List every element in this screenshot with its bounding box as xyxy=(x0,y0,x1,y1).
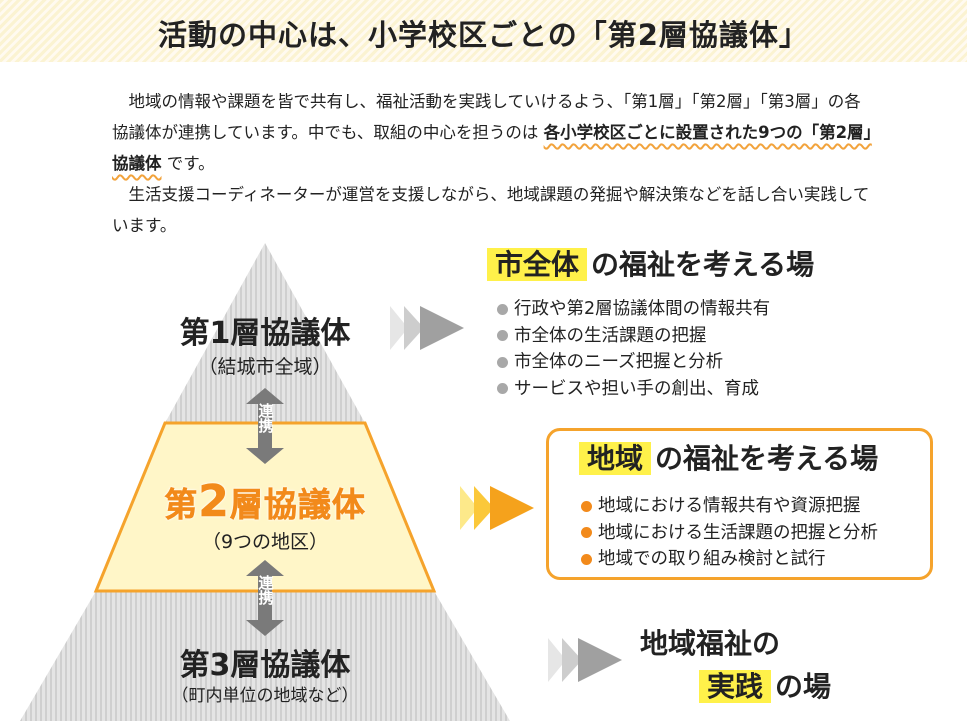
section2-list: 地域における情報共有や資源把握 地域における生活課題の把握と分析 地域での取り組… xyxy=(581,493,878,573)
bullet-icon xyxy=(497,303,508,315)
arrow-to-section3 xyxy=(548,638,622,682)
link-label-1: 連携 xyxy=(254,403,276,437)
bullet-icon xyxy=(581,527,592,539)
link-label-2: 連携 xyxy=(254,575,276,609)
section2-heading-rest: の福祉を考える場 xyxy=(655,442,879,475)
section1-heading: 市全体の福祉を考える場 xyxy=(487,243,814,283)
list-item-text: 市全体の生活課題の把握 xyxy=(514,325,707,346)
arrow-to-section2 xyxy=(460,486,534,530)
pyramid-layer-2 xyxy=(93,421,437,593)
link-label-2-text: 連携 xyxy=(256,575,275,605)
title-band xyxy=(0,0,967,62)
section1-list: 行政や第2層協議体間の情報共有 市全体の生活課題の把握 市全体のニーズ把握と分析… xyxy=(497,296,770,402)
list-item: 地域における情報共有や資源把握 xyxy=(581,493,878,520)
list-item: 行政や第2層協議体間の情報共有 xyxy=(497,296,770,323)
bullet-icon xyxy=(497,356,508,368)
list-item-text: 地域での取り組み検討と試行 xyxy=(598,549,826,569)
section3-line1: 地域福祉の xyxy=(640,627,781,660)
page-title: 活動の中心は、小学校区ごとの「第2層協議体」 xyxy=(158,18,809,52)
pyramid-layer-1 xyxy=(165,243,365,423)
layer1-name: 第1層協議体 xyxy=(179,316,351,351)
section3-highlight: 実践 xyxy=(699,670,772,703)
list-item: 地域での取り組み検討と試行 xyxy=(581,546,878,573)
layer2-name-pre: 第 xyxy=(164,485,199,525)
list-item: 市全体のニーズ把握と分析 xyxy=(497,349,770,376)
pyramid-layer-3 xyxy=(20,591,510,721)
intro-text: 地域の情報や課題を皆で共有し、福祉活動を実践していけるよう、「第1層」「第2層」… xyxy=(112,86,872,241)
section2-heading: 地域の福祉を考える場 xyxy=(579,437,878,477)
layer3-name: 第3層協議体 xyxy=(179,648,351,683)
section1-highlight: 市全体 xyxy=(487,248,588,281)
list-item: 地域における生活課題の把握と分析 xyxy=(581,520,878,547)
section3-line2-rest: の場 xyxy=(775,670,832,703)
bullet-icon xyxy=(497,383,508,395)
list-item-text: 地域における生活課題の把握と分析 xyxy=(598,522,878,543)
link-arrow-1 xyxy=(246,388,284,464)
section2-highlight: 地域 xyxy=(579,442,652,475)
link-label-1-text: 連携 xyxy=(256,403,275,433)
intro-paragraph-1: 地域の情報や課題を皆で共有し、福祉活動を実践していけるよう、「第1層」「第2層」… xyxy=(112,86,872,179)
list-item-text: 市全体のニーズ把握と分析 xyxy=(514,352,724,372)
section3-line2: 実践の場 xyxy=(699,665,831,705)
layer1-sub: （結城市全域） xyxy=(198,356,332,378)
list-item: 市全体の生活課題の把握 xyxy=(497,323,770,350)
intro-p1-a: 地域の情報や課題を皆で共有し、福祉活動を実践していけるよう、「第1層」「第2層」… xyxy=(112,92,861,142)
link-arrow-2 xyxy=(246,560,284,636)
layer2-name: 第2層協議体 xyxy=(130,476,400,528)
layer2-sub: （9つの地区） xyxy=(201,531,329,553)
list-item-text: サービスや担い手の創出、育成 xyxy=(514,378,759,399)
bullet-icon xyxy=(497,330,508,342)
bullet-icon xyxy=(581,553,592,565)
arrow-to-section1 xyxy=(390,306,464,350)
list-item: サービスや担い手の創出、育成 xyxy=(497,376,770,403)
layer2-name-post: 層協議体 xyxy=(229,485,366,525)
list-item-text: 地域における情報共有や資源把握 xyxy=(598,496,861,516)
intro-emphasis: 各小学校区ごとに設置された9つの「第2層」協議体 xyxy=(112,123,872,173)
intro-paragraph-2: 生活支援コーディネーターが運営を支援しながら、地域課題の発掘や解決策などを話し合… xyxy=(112,185,870,235)
bullet-icon xyxy=(581,500,592,512)
section1-heading-rest: の福祉を考える場 xyxy=(591,248,815,281)
layer3-sub: （町内単位の地域など） xyxy=(171,686,359,706)
layer2-name-num: 2 xyxy=(198,476,230,528)
list-item-text: 行政や第2層協議体間の情報共有 xyxy=(514,299,771,319)
intro-p1-b: です。 xyxy=(161,154,215,173)
